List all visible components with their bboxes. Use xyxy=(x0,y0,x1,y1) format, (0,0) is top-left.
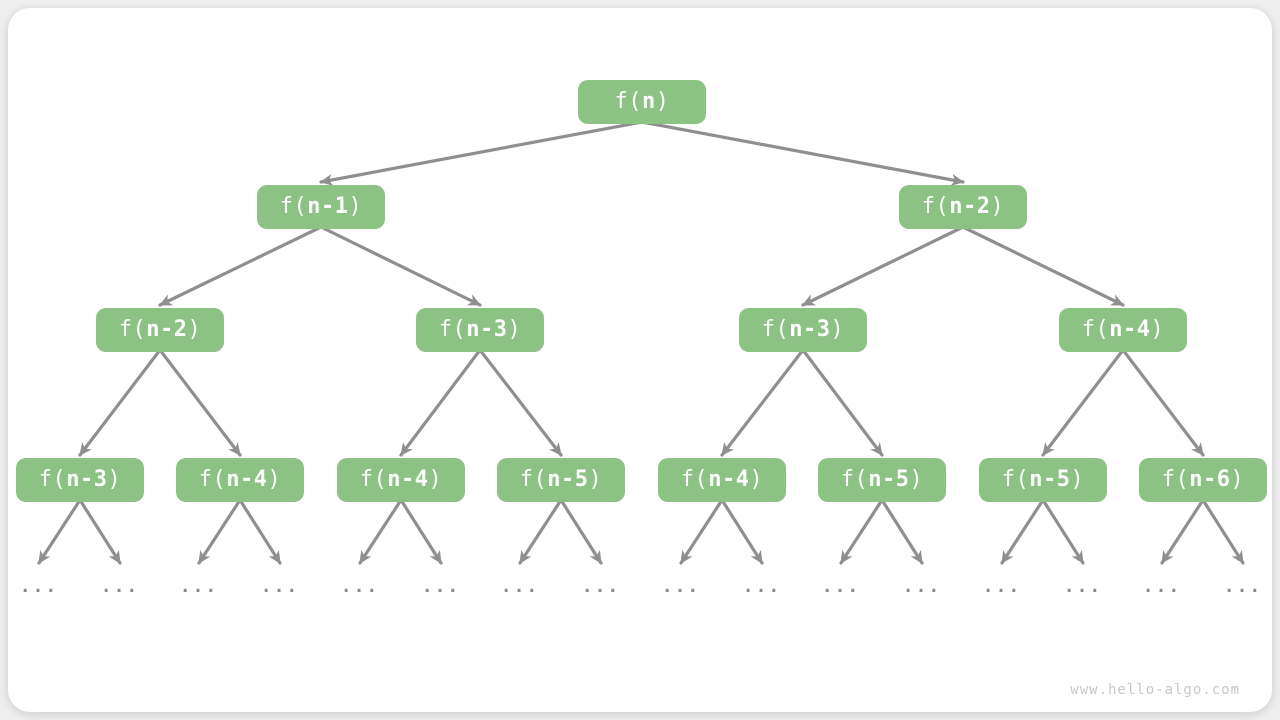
ellipsis-leaf: ... xyxy=(1063,576,1103,597)
node-label-prefix: f( xyxy=(1001,467,1030,492)
tree-node-1: f(n-1) xyxy=(257,185,385,229)
node-label-var: n-2 xyxy=(949,194,991,219)
node-label-prefix: f( xyxy=(359,467,388,492)
node-label-var: n-3 xyxy=(66,467,108,492)
ellipsis-leaf: ... xyxy=(260,576,300,597)
node-label-prefix: f( xyxy=(438,317,467,342)
node-label-var: n-5 xyxy=(1029,467,1071,492)
ellipsis-leaf: ... xyxy=(982,576,1022,597)
node-label-suffix: ) xyxy=(1150,317,1165,342)
node-label-prefix: f( xyxy=(761,317,790,342)
node-label-prefix: f( xyxy=(1081,317,1110,342)
node-label-var: n-3 xyxy=(789,317,831,342)
node-label-prefix: f( xyxy=(38,467,67,492)
node-label-prefix: f( xyxy=(680,467,709,492)
tree-node-12: f(n-5) xyxy=(818,458,946,502)
tree-node-14: f(n-6) xyxy=(1139,458,1267,502)
tree-node-5: f(n-3) xyxy=(739,308,867,352)
tree-node-3: f(n-2) xyxy=(96,308,224,352)
ellipsis-leaf: ... xyxy=(1223,576,1263,597)
node-label-prefix: f( xyxy=(198,467,227,492)
tree-node-2: f(n-2) xyxy=(899,185,1027,229)
node-label-prefix: f( xyxy=(840,467,869,492)
node-label-var: n-4 xyxy=(226,467,268,492)
node-label-var: n-2 xyxy=(146,317,188,342)
node-label-suffix: ) xyxy=(348,194,363,219)
node-label-suffix: ) xyxy=(909,467,924,492)
node-label-prefix: f( xyxy=(118,317,147,342)
tree-node-8: f(n-4) xyxy=(176,458,304,502)
node-label-suffix: ) xyxy=(655,89,670,114)
node-label-prefix: f( xyxy=(921,194,950,219)
node-label-suffix: ) xyxy=(1230,467,1245,492)
node-label-var: n-1 xyxy=(307,194,349,219)
tree-node-9: f(n-4) xyxy=(337,458,465,502)
node-label-var: n-5 xyxy=(547,467,589,492)
node-label-prefix: f( xyxy=(279,194,308,219)
node-label-suffix: ) xyxy=(588,467,603,492)
tree-node-7: f(n-3) xyxy=(16,458,144,502)
ellipsis-leaf: ... xyxy=(902,576,942,597)
ellipsis-leaf: ... xyxy=(100,576,140,597)
node-label-suffix: ) xyxy=(187,317,202,342)
tree-node-10: f(n-5) xyxy=(497,458,625,502)
tree-node-13: f(n-5) xyxy=(979,458,1107,502)
ellipsis-leaf: ... xyxy=(581,576,621,597)
node-label-var: n-6 xyxy=(1189,467,1231,492)
ellipsis-leaf: ... xyxy=(1142,576,1182,597)
ellipsis-leaf: ... xyxy=(821,576,861,597)
watermark: www.hello-algo.com xyxy=(1070,682,1240,698)
node-label-prefix: f( xyxy=(614,89,642,114)
node-label-var: n-3 xyxy=(466,317,508,342)
ellipsis-leaf: ... xyxy=(340,576,380,597)
tree-node-11: f(n-4) xyxy=(658,458,786,502)
node-label-prefix: f( xyxy=(519,467,548,492)
node-label-var: n-5 xyxy=(868,467,910,492)
node-label-suffix: ) xyxy=(1070,467,1085,492)
ellipsis-leaf: ... xyxy=(661,576,701,597)
node-label-var: n xyxy=(642,89,656,114)
ellipsis-leaf: ... xyxy=(500,576,540,597)
ellipsis-leaf: ... xyxy=(421,576,461,597)
node-label-suffix: ) xyxy=(830,317,845,342)
node-label-var: n-4 xyxy=(387,467,429,492)
node-label-suffix: ) xyxy=(749,467,764,492)
node-label-suffix: ) xyxy=(990,194,1005,219)
node-label-suffix: ) xyxy=(428,467,443,492)
ellipsis-leaf: ... xyxy=(179,576,219,597)
node-label-var: n-4 xyxy=(1109,317,1151,342)
tree-node-4: f(n-3) xyxy=(416,308,544,352)
node-label-suffix: ) xyxy=(107,467,122,492)
node-label-suffix: ) xyxy=(507,317,522,342)
node-label-var: n-4 xyxy=(708,467,750,492)
ellipsis-leaf: ... xyxy=(19,576,59,597)
node-label-suffix: ) xyxy=(267,467,282,492)
tree-node-0: f(n) xyxy=(578,80,706,124)
node-label-prefix: f( xyxy=(1161,467,1190,492)
tree-node-6: f(n-4) xyxy=(1059,308,1187,352)
ellipsis-leaf: ... xyxy=(742,576,782,597)
